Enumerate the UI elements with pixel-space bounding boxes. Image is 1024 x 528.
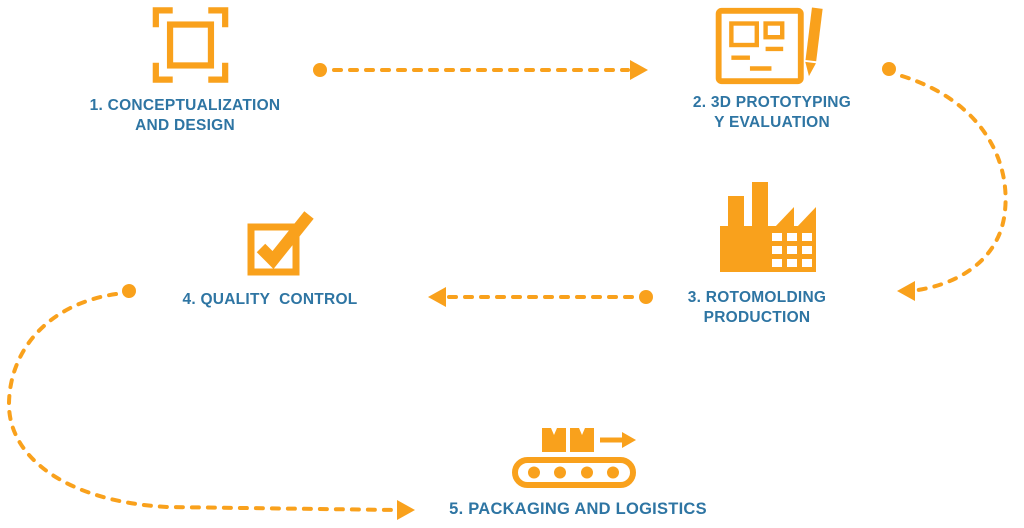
connector-arrowhead	[630, 60, 648, 80]
step-1-label: 1. CONCEPTUALIZATION AND DESIGN	[60, 96, 310, 136]
step-2-label: 2. 3D PROTOTYPING Y EVALUATION	[657, 93, 887, 133]
connector-start-dot	[313, 63, 327, 77]
connector-dashed-line	[6, 292, 398, 512]
step-2-label-line1: 2. 3D PROTOTYPING	[692, 94, 852, 111]
connector-step4-step5	[6, 284, 415, 520]
connector-start-dot	[639, 290, 653, 304]
factory-icon	[716, 180, 820, 276]
connector-step1-step2	[313, 60, 648, 80]
step-1-label-line2: AND DESIGN	[135, 117, 235, 134]
step-3-label-line2: PRODUCTION	[703, 309, 811, 326]
step-4-label-line1: 4. QUALITY CONTROL	[182, 291, 358, 308]
step-5-label-line1: 5. PACKAGING AND LOGISTICS	[449, 500, 707, 518]
connector-arrowhead	[428, 287, 446, 307]
blueprint-icon	[712, 2, 827, 90]
connector-dashed-line	[900, 74, 1008, 292]
step-3-label: 3. ROTOMOLDING PRODUCTION	[652, 288, 862, 328]
step-5-label: 5. PACKAGING AND LOGISTICS	[428, 499, 728, 520]
connector-start-dot	[882, 62, 896, 76]
step-4-label: 4. QUALITY CONTROL	[150, 290, 390, 310]
step-1-label-line1: 1. CONCEPTUALIZATION	[89, 97, 281, 114]
quality-check-icon	[246, 208, 316, 278]
connector-start-dot	[122, 284, 136, 298]
design-frame-icon	[148, 5, 233, 85]
connector-step2-step3	[882, 62, 1008, 301]
connector-step3-step4	[428, 287, 653, 307]
step-3-label-line1: 3. ROTOMOLDING	[687, 289, 827, 306]
conveyor-belt-icon	[512, 416, 640, 488]
connector-arrowhead	[897, 281, 915, 301]
step-2-label-line2: Y EVALUATION	[714, 114, 830, 131]
connector-arrowhead	[397, 500, 415, 520]
